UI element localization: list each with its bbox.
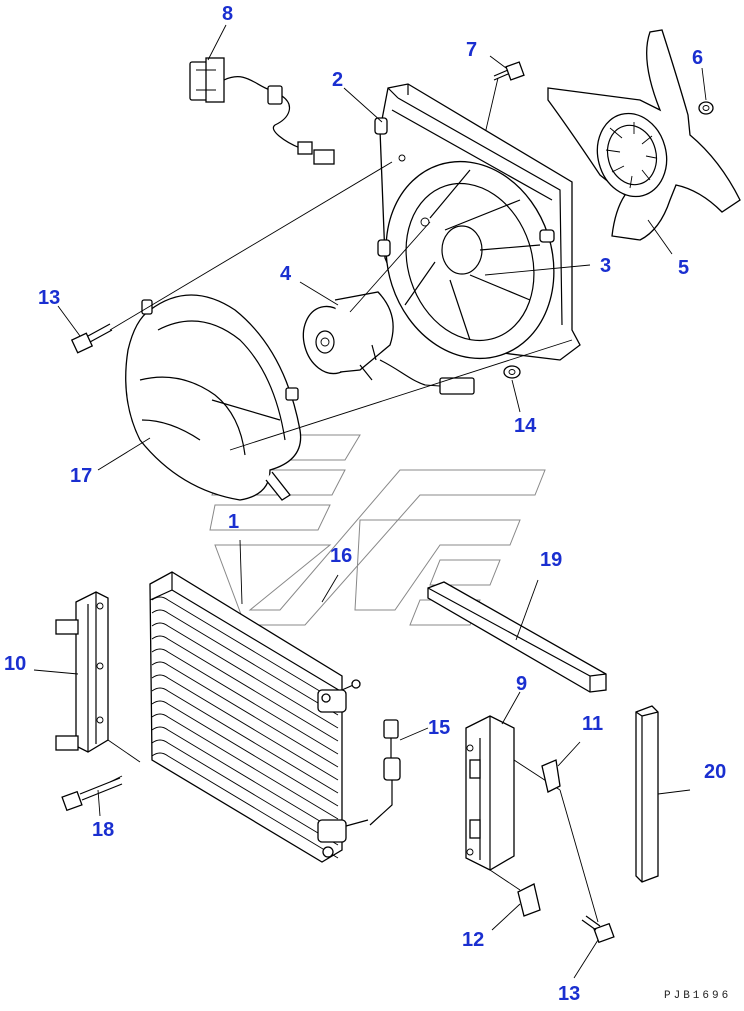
callout-6: 6 [692, 47, 703, 69]
part-8-wire-harness [189, 57, 335, 165]
callout-9: 9 [516, 673, 527, 695]
callout-17: 17 [70, 465, 92, 487]
part-12-clip [489, 869, 541, 917]
condenser-fin [151, 700, 339, 807]
callout-5: 5 [678, 257, 689, 279]
condenser-fin [151, 739, 339, 846]
part-17-fan-guard [125, 294, 302, 501]
callout-15: 15 [428, 717, 450, 739]
part-18-bolt [61, 775, 123, 812]
part-10-bracket-left [55, 591, 141, 763]
callout-4: 4 [280, 263, 292, 285]
part-9-bracket-right [465, 715, 561, 871]
leader-lines [33, 24, 707, 979]
callout-10: 10 [4, 653, 26, 675]
callouts: 1 2 3 4 5 6 7 8 9 10 11 12 13 13 14 15 1… [4, 3, 726, 1005]
drawing-code: PJB1696 [664, 990, 731, 1002]
part-4-fan-motor [302, 291, 475, 395]
condenser-fin [151, 648, 339, 755]
callout-12: 12 [462, 929, 484, 951]
condenser-fin [151, 635, 339, 742]
condenser-fin [151, 596, 339, 703]
part-6-nut [698, 101, 714, 115]
condenser-fin [151, 609, 339, 716]
callout-13-lower: 13 [558, 983, 580, 1005]
callout-13-upper: 13 [38, 287, 60, 309]
part-2-shroud-frame [374, 83, 581, 361]
watermark-logo [209, 434, 546, 626]
callout-18: 18 [92, 819, 114, 841]
part-5-fan [547, 29, 741, 241]
part-13-bolt-upper [70, 323, 113, 354]
condenser-fin [151, 726, 339, 833]
condenser-fin [151, 687, 339, 794]
callout-11: 11 [582, 713, 603, 735]
condenser-fin [151, 713, 339, 820]
part-1-condenser [149, 539, 369, 863]
callout-20: 20 [704, 761, 726, 783]
part-13-bolt-lower [581, 915, 615, 944]
part-14-nut [503, 365, 521, 379]
part-15-pressure-switch [369, 719, 401, 826]
condenser-fin [151, 674, 339, 781]
callout-16: 16 [330, 545, 352, 567]
condenser-fin [151, 752, 339, 859]
condenser-fin [151, 661, 339, 768]
condenser-fin [151, 622, 339, 729]
callout-2: 2 [332, 69, 343, 91]
part-11-clip [541, 759, 599, 923]
callout-14: 14 [514, 415, 537, 437]
callout-7: 7 [466, 39, 477, 61]
callout-1: 1 [228, 511, 239, 533]
callout-8: 8 [222, 3, 233, 25]
callout-19: 19 [540, 549, 562, 571]
part-20-foam-strip [635, 705, 659, 883]
callout-3: 3 [600, 255, 611, 277]
